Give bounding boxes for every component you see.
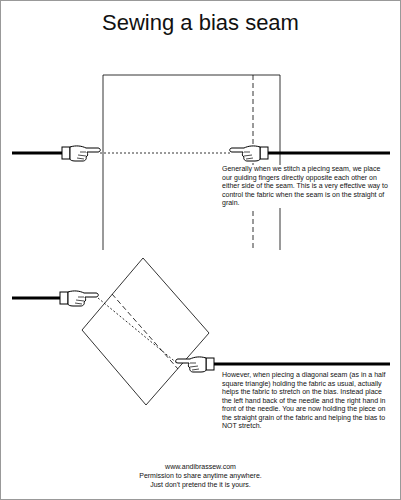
finger-line [98, 298, 178, 364]
arm [12, 297, 60, 300]
arm [267, 152, 390, 155]
seam-line [253, 75, 254, 250]
left-hand [62, 146, 100, 161]
footer-text: Just don't pretend the it is yours. [0, 480, 401, 489]
fabric-diamond [82, 258, 209, 405]
seam-line [112, 294, 178, 369]
title: Sewing a bias seam [0, 10, 401, 36]
left-hand [60, 291, 98, 306]
arm [213, 363, 390, 366]
right-hand [230, 146, 268, 161]
finger-line [100, 153, 232, 154]
arm [12, 152, 62, 155]
fabric-rectangle [103, 75, 280, 250]
footer-text: Permission to share anytime anywhere. [0, 471, 401, 480]
right-hand [176, 357, 214, 372]
footer-text: www.andibrassew.com [0, 462, 401, 471]
note-text: Generally when we stitch a piecing seam,… [222, 165, 390, 208]
note-text: However, when piecing a diagonal seam (a… [222, 371, 392, 431]
